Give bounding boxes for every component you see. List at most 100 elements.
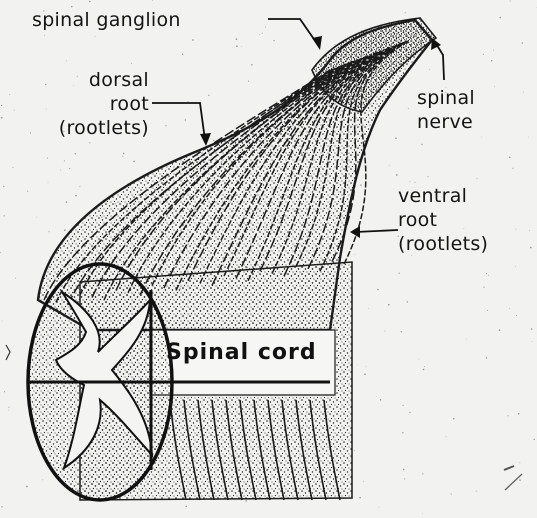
speckle-dot	[521, 42, 523, 44]
speckle-dot	[27, 191, 28, 192]
ganglion-arrow	[268, 19, 318, 45]
speckle-dot	[518, 413, 520, 415]
speckle-dot	[89, 142, 90, 143]
speckle-dot	[389, 165, 390, 166]
speckle-dot	[241, 46, 242, 47]
speckle-dot	[9, 94, 10, 95]
speckle-dot	[402, 432, 404, 434]
speckle-dot	[491, 60, 492, 61]
speckle-dot	[481, 137, 482, 138]
speckle-dot	[515, 229, 516, 230]
speckle-dot	[364, 373, 366, 375]
speckle-dot	[488, 275, 489, 276]
speckle-dot	[476, 491, 477, 492]
speckle-dot	[404, 478, 405, 479]
speckle-dot	[529, 230, 530, 231]
speckle-dot	[273, 40, 274, 41]
speckle-dot	[188, 101, 189, 102]
nerve-arrow	[435, 42, 444, 80]
speckle-dot	[486, 273, 487, 274]
speckle-dot	[75, 153, 76, 154]
speckle-dot	[422, 473, 423, 474]
speckle-dot	[335, 44, 336, 45]
speckle-dot	[4, 391, 5, 392]
speckle-dot	[446, 436, 447, 437]
ganglion-arrowhead	[312, 36, 322, 50]
speckle-dot	[500, 17, 502, 19]
speckle-dot	[451, 494, 452, 495]
label-dorsal-root-line: root	[16, 92, 149, 116]
dorsal-arrowhead	[200, 133, 211, 146]
speckle-dot	[410, 181, 411, 182]
label-dorsal-root: dorsal root (rootlets)	[16, 68, 149, 140]
speckle-dot	[123, 153, 125, 155]
speckle-dot	[48, 182, 49, 183]
speckle-dot	[265, 27, 266, 28]
speckle-dot	[75, 195, 77, 197]
speckle-dot	[0, 252, 1, 253]
speckle-dot	[8, 407, 9, 408]
speckle-dot	[64, 160, 65, 161]
speckle-dot	[152, 0, 153, 1]
speckle-dot	[131, 63, 132, 64]
speckle-dot	[494, 86, 495, 87]
speckle-dot	[44, 35, 45, 36]
speckle-dot	[60, 170, 61, 171]
speckle-dot	[395, 137, 397, 139]
speckle-dot	[510, 1, 511, 2]
speckle-dot	[66, 60, 67, 61]
speckle-dot	[12, 167, 13, 168]
speckle-dot	[403, 405, 404, 406]
speckle-dot	[409, 412, 410, 413]
speckle-dot	[380, 399, 381, 400]
label-spinal-ganglion: spinal ganglion	[32, 8, 181, 32]
speckle-dot	[388, 304, 390, 306]
speckle-dot	[407, 301, 409, 303]
speckle-dot	[398, 272, 399, 273]
speckle-dot	[8, 410, 9, 411]
speckle-dot	[487, 310, 488, 311]
speckle-dot	[477, 178, 478, 179]
speckle-dot	[49, 256, 50, 257]
speckle-dot	[509, 156, 511, 158]
label-spinal-nerve-line: spinal	[417, 86, 475, 110]
speckle-dot	[528, 137, 529, 138]
speckle-dot	[418, 359, 419, 360]
speckle-dot	[360, 184, 361, 185]
speckle-dot	[523, 92, 524, 93]
speckle-dot	[185, 119, 186, 120]
ventral-arrow	[356, 230, 398, 232]
speckle-dot	[3, 186, 4, 187]
speckle-dot	[396, 174, 398, 176]
speckle-dot	[507, 415, 508, 416]
speckle-dot	[122, 156, 123, 157]
speckle-dot	[376, 396, 377, 397]
speckle-dot	[453, 418, 455, 420]
speckle-dot	[213, 140, 214, 141]
speckle-dot	[47, 158, 48, 159]
speckle-dot	[1, 105, 2, 106]
label-dorsal-root-line: dorsal	[16, 68, 149, 92]
speckle-dot	[262, 33, 263, 34]
speckle-dot	[251, 64, 253, 66]
speckle-dot	[516, 315, 517, 316]
speckle-dot	[66, 201, 68, 203]
label-spinal-nerve: spinal nerve	[417, 86, 475, 134]
cord-edge-mark	[6, 345, 10, 360]
label-ventral-root-line: ventral	[398, 184, 488, 208]
speckle-dot	[530, 247, 532, 249]
speckle-dot	[429, 69, 430, 70]
speckle-dot	[408, 108, 409, 109]
speckle-dot	[208, 95, 209, 96]
speckle-dot	[379, 507, 380, 508]
speckle-dot	[533, 439, 535, 441]
speckle-dot	[377, 289, 379, 291]
speckle-dot	[427, 176, 428, 177]
label-ventral-root-line: (rootlets)	[398, 232, 488, 256]
speckle-dot	[493, 50, 494, 51]
label-dorsal-root-line: (rootlets)	[16, 116, 149, 140]
speckle-dot	[414, 182, 415, 183]
label-spinal-cord: Spinal cord	[166, 341, 317, 365]
speckle-dot	[49, 231, 50, 232]
label-ventral-root-line: root	[398, 208, 488, 232]
